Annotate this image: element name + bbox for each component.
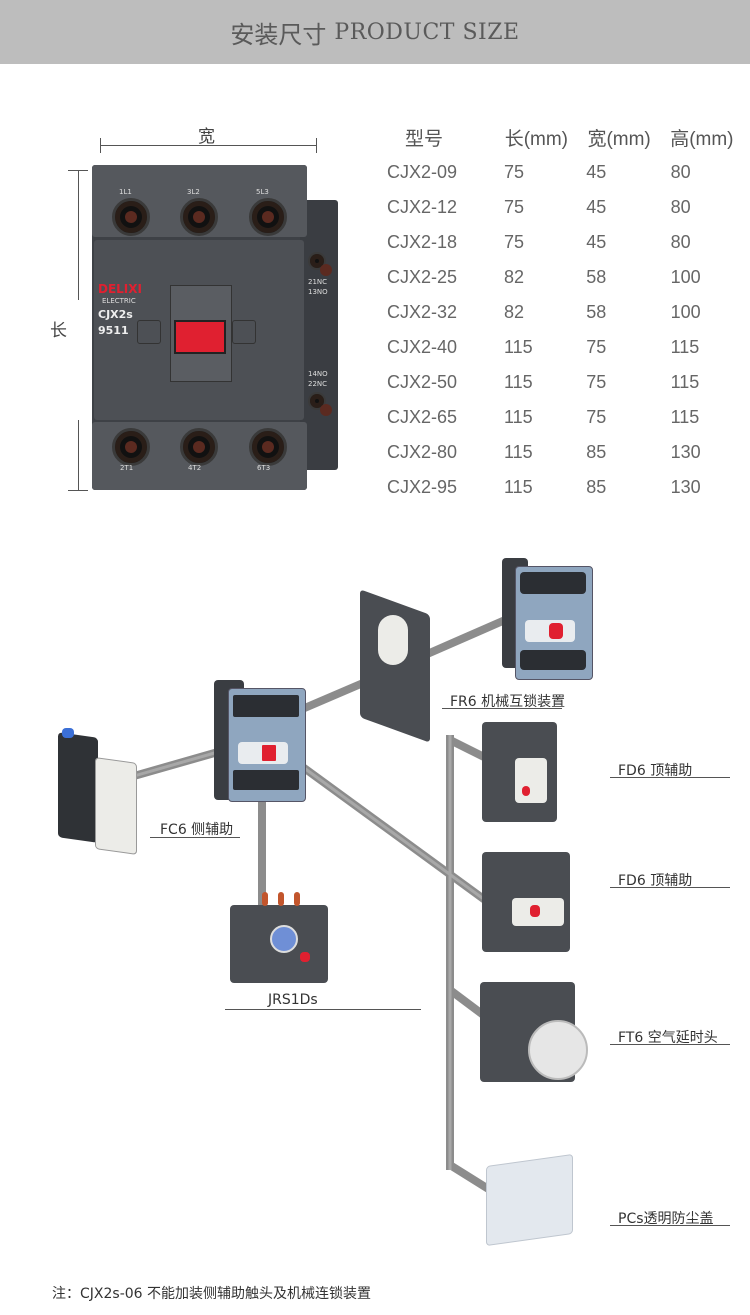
- divider: [150, 837, 240, 838]
- model-label: CJX2s: [98, 308, 133, 321]
- divider: [225, 1009, 421, 1010]
- terminal-label: 6T3: [257, 464, 271, 472]
- divider: [610, 1225, 730, 1226]
- terminal-label: 5L3: [256, 188, 269, 196]
- table-header-cell: 长(mm): [504, 129, 569, 150]
- label-jrs1ds: JRS1Ds: [268, 992, 318, 1008]
- label-pcs: PCs透明防尘盖: [618, 1211, 714, 1227]
- label-fd6-b: FD6 顶辅助: [618, 873, 693, 889]
- brand-sub: ELECTRIC: [102, 297, 136, 305]
- width-label: 宽: [198, 127, 215, 147]
- terminal-label: 3L2: [187, 188, 200, 196]
- code-label: 9511: [98, 324, 129, 337]
- table-header-cell: 型号: [405, 129, 444, 150]
- terminal-label: 4T2: [188, 464, 202, 472]
- red-indicator: [174, 320, 226, 354]
- header-title-cn: 安装尺寸: [230, 20, 327, 49]
- table-header-cell: 高(mm): [670, 129, 734, 150]
- divider: [610, 777, 730, 778]
- contactor-image: 1L1 3L2 5L3 2T1 4T2 6T3 DELIXI ELECTRIC …: [92, 160, 342, 490]
- header-title-en: PRODUCT SIZE: [334, 19, 520, 45]
- section-header: 安装尺寸 PRODUCT SIZE: [0, 0, 750, 64]
- label-ft6: FT6 空气延时头: [618, 1030, 718, 1046]
- divider: [442, 708, 562, 709]
- table-header-row: 型号 长(mm) 宽(mm) 高(mm): [380, 120, 740, 155]
- aux-label: 22NC: [308, 380, 328, 388]
- length-dimension-line: [68, 170, 88, 491]
- label-fr6: FR6 机械互锁装置: [450, 694, 566, 710]
- terminal-label: 2T1: [120, 464, 134, 472]
- brand-logo: DELIXI: [98, 282, 142, 296]
- aux-label: 21NC: [308, 278, 328, 286]
- label-fd6-a: FD6 顶辅助: [618, 763, 693, 779]
- aux-label: 14NO: [308, 370, 328, 378]
- terminal-label: 1L1: [119, 188, 132, 196]
- table-header-cell: 宽(mm): [587, 129, 651, 150]
- aux-label: 13NO: [308, 288, 328, 296]
- width-dimension-line: [100, 138, 317, 153]
- divider: [610, 887, 730, 888]
- label-fc6: FC6 侧辅助: [160, 822, 234, 838]
- footnote: 注：CJX2s-06 不能加装侧辅助触头及机械连锁装置: [52, 1286, 372, 1302]
- divider: [610, 1044, 730, 1045]
- length-label: 长: [50, 321, 67, 341]
